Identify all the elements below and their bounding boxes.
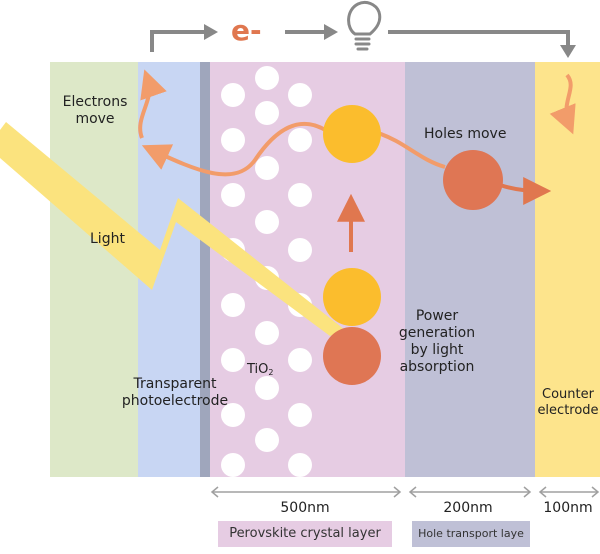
tio2-particle xyxy=(255,428,279,452)
tio2-particle xyxy=(255,101,279,125)
tio2-label: TiO2 xyxy=(247,361,273,381)
tio2-particle xyxy=(255,156,279,180)
power-line-3: by light xyxy=(410,342,464,358)
electrons-move-line-2: move xyxy=(75,111,115,127)
counter-thickness: 100nm xyxy=(543,500,593,516)
counter-wave-arrow xyxy=(549,73,576,135)
tio2-particle xyxy=(255,376,279,400)
power-generation-label: Power generation by light absorption xyxy=(392,308,482,376)
tio2-subscript: 2 xyxy=(268,368,274,377)
light-label: Light xyxy=(90,231,125,247)
tio2-particle xyxy=(288,348,312,372)
electron-symbol: e- xyxy=(231,14,262,47)
circuit-arrow-2 xyxy=(324,24,338,40)
tio2-particle xyxy=(255,321,279,345)
tio2-particle xyxy=(221,453,245,477)
holes-move-label: Holes move xyxy=(424,126,507,142)
tio2-particle xyxy=(288,128,312,152)
transparent-line-2: photoelectrode xyxy=(121,393,229,409)
tio2-particle xyxy=(288,183,312,207)
tio2-particle xyxy=(288,238,312,262)
circuit-arrow-1 xyxy=(204,24,218,40)
transparent-photoelectrode-label: Transparent photoelectrode xyxy=(116,376,234,410)
hole-moving xyxy=(443,150,503,210)
hole-lower xyxy=(323,327,381,385)
tio2-particle xyxy=(288,83,312,107)
tio2-particle xyxy=(221,128,245,152)
tio2-particle xyxy=(221,348,245,372)
counter-line-2: electrode xyxy=(537,403,599,418)
circuit-arrow-down xyxy=(560,45,576,58)
hole-exit-arrow xyxy=(499,176,552,205)
tio2-particle xyxy=(221,183,245,207)
hole-transport-layer xyxy=(405,62,535,477)
electron-wave-arrow xyxy=(141,121,332,177)
lightbulb-icon xyxy=(347,0,382,51)
hole-wave-arrow xyxy=(377,131,446,169)
electrons-move-label: Electrons move xyxy=(62,94,128,128)
circuit-wire xyxy=(150,30,205,52)
tio2-particle xyxy=(255,210,279,234)
power-line-1: Power xyxy=(415,308,459,324)
light-beam xyxy=(0,122,345,336)
tio2-particle xyxy=(221,83,245,107)
tio2-particle xyxy=(221,293,245,317)
counter-line-1: Counter xyxy=(542,387,594,402)
hole-transport-thickness: 200nm xyxy=(443,500,493,516)
tio2-particle xyxy=(255,66,279,90)
power-line-4: absorption xyxy=(399,359,475,375)
tio2-particle xyxy=(288,403,312,427)
electrons-move-line-1: Electrons xyxy=(62,94,128,110)
perovskite-thickness: 500nm xyxy=(280,500,330,516)
electron-lower xyxy=(323,268,381,326)
tio2-particle xyxy=(288,453,312,477)
perovskite-layer-tag: Perovskite crystal layer xyxy=(218,521,392,547)
electron-exit-arrow xyxy=(138,69,167,139)
circuit-wire-right xyxy=(388,30,570,46)
glass-layer xyxy=(50,62,138,477)
counter-electrode-label: Counter electrode xyxy=(536,387,600,419)
interface-layer xyxy=(200,62,210,477)
power-line-2: generation xyxy=(398,325,476,341)
tio2-particle xyxy=(221,403,245,427)
hole-transport-layer-tag: Hole transport laye xyxy=(412,521,530,547)
electron-upper xyxy=(323,105,381,163)
dimension-lines xyxy=(210,486,600,498)
tio2-text: TiO xyxy=(247,362,269,377)
transparent-line-1: Transparent xyxy=(133,376,217,392)
